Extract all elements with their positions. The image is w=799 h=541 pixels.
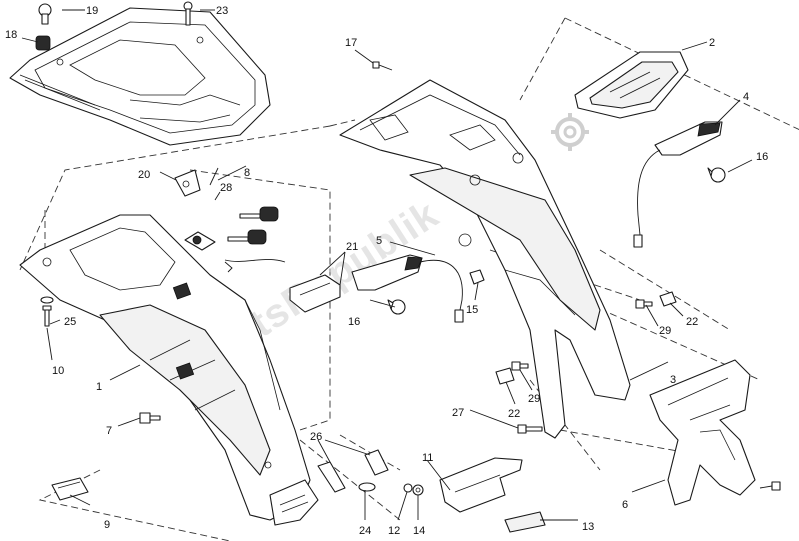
screw-7 bbox=[139, 412, 161, 424]
callout-2: 2 bbox=[709, 37, 715, 49]
callout-16a: 16 bbox=[756, 151, 768, 163]
cover-9 bbox=[51, 477, 89, 501]
callout-22b: 22 bbox=[508, 408, 520, 420]
callout-5: 5 bbox=[376, 235, 382, 247]
callout-13: 13 bbox=[582, 521, 594, 533]
callout-numbers: 19 18 23 17 2 4 16 8 20 28 5 21 16 15 25… bbox=[5, 5, 768, 537]
callout-7: 7 bbox=[106, 425, 112, 437]
callout-leaders bbox=[21, 9, 773, 521]
bracket-clip-26a bbox=[317, 461, 346, 493]
screw-6 bbox=[771, 481, 781, 491]
gear-icon bbox=[551, 113, 589, 151]
callout-26: 26 bbox=[310, 431, 322, 443]
fastener-24 bbox=[358, 482, 376, 492]
screw-17 bbox=[372, 61, 393, 71]
screw-29a bbox=[635, 299, 653, 309]
callout-29a: 29 bbox=[659, 325, 671, 337]
rack-screw bbox=[38, 3, 52, 25]
seat-lock-latch bbox=[174, 169, 201, 197]
callout-11: 11 bbox=[422, 452, 433, 464]
callout-22a: 22 bbox=[686, 316, 698, 328]
screw-29b bbox=[511, 361, 529, 371]
clip-15 bbox=[469, 269, 485, 285]
callout-23: 23 bbox=[216, 5, 228, 17]
callout-12: 12 bbox=[388, 525, 400, 537]
luggage-rack-plate bbox=[9, 7, 271, 146]
indicator-bulb-16b bbox=[387, 299, 406, 315]
callout-17: 17 bbox=[345, 37, 357, 49]
callout-28: 28 bbox=[220, 182, 232, 194]
callout-4: 4 bbox=[743, 91, 749, 103]
lock-cable bbox=[224, 259, 286, 273]
callout-15: 15 bbox=[466, 304, 478, 316]
rubber-bushing bbox=[35, 35, 51, 51]
callout-20: 20 bbox=[138, 169, 150, 181]
rear-frame bbox=[339, 79, 631, 439]
callout-29b: 29 bbox=[528, 393, 540, 405]
callout-25: 25 bbox=[64, 316, 76, 328]
callout-16b: 16 bbox=[348, 316, 360, 328]
callout-10: 10 bbox=[52, 365, 64, 377]
callout-8: 8 bbox=[244, 167, 250, 179]
callout-21: 21 bbox=[346, 241, 358, 253]
bolt-27 bbox=[517, 424, 543, 434]
bracket-clip-26b bbox=[364, 449, 389, 476]
rack-bolt bbox=[183, 1, 193, 26]
callout-1: 1 bbox=[96, 381, 102, 393]
callout-9: 9 bbox=[104, 519, 110, 531]
turn-indicator-left bbox=[351, 254, 464, 323]
callout-6: 6 bbox=[622, 499, 628, 511]
indicator-bulb-16a bbox=[707, 167, 726, 183]
callout-14: 14 bbox=[413, 525, 425, 537]
nut-22b bbox=[495, 367, 515, 385]
ignition-keys bbox=[227, 206, 279, 245]
license-plate-holder bbox=[649, 359, 756, 506]
callout-3: 3 bbox=[670, 374, 676, 386]
callout-27: 27 bbox=[452, 407, 464, 419]
reflector-13 bbox=[504, 511, 546, 533]
plate-light-bracket bbox=[439, 457, 523, 513]
lock-cylinder bbox=[184, 231, 216, 251]
turn-indicator-right bbox=[633, 121, 723, 248]
nut-14 bbox=[412, 484, 424, 496]
rear-undertray bbox=[19, 214, 319, 526]
callout-19: 19 bbox=[86, 5, 98, 17]
screw-25 bbox=[40, 296, 54, 327]
callout-18: 18 bbox=[5, 29, 17, 41]
callout-24: 24 bbox=[359, 525, 371, 537]
washer-12 bbox=[403, 483, 413, 493]
tail-light-cover bbox=[574, 51, 689, 119]
nut-22a bbox=[659, 291, 677, 307]
